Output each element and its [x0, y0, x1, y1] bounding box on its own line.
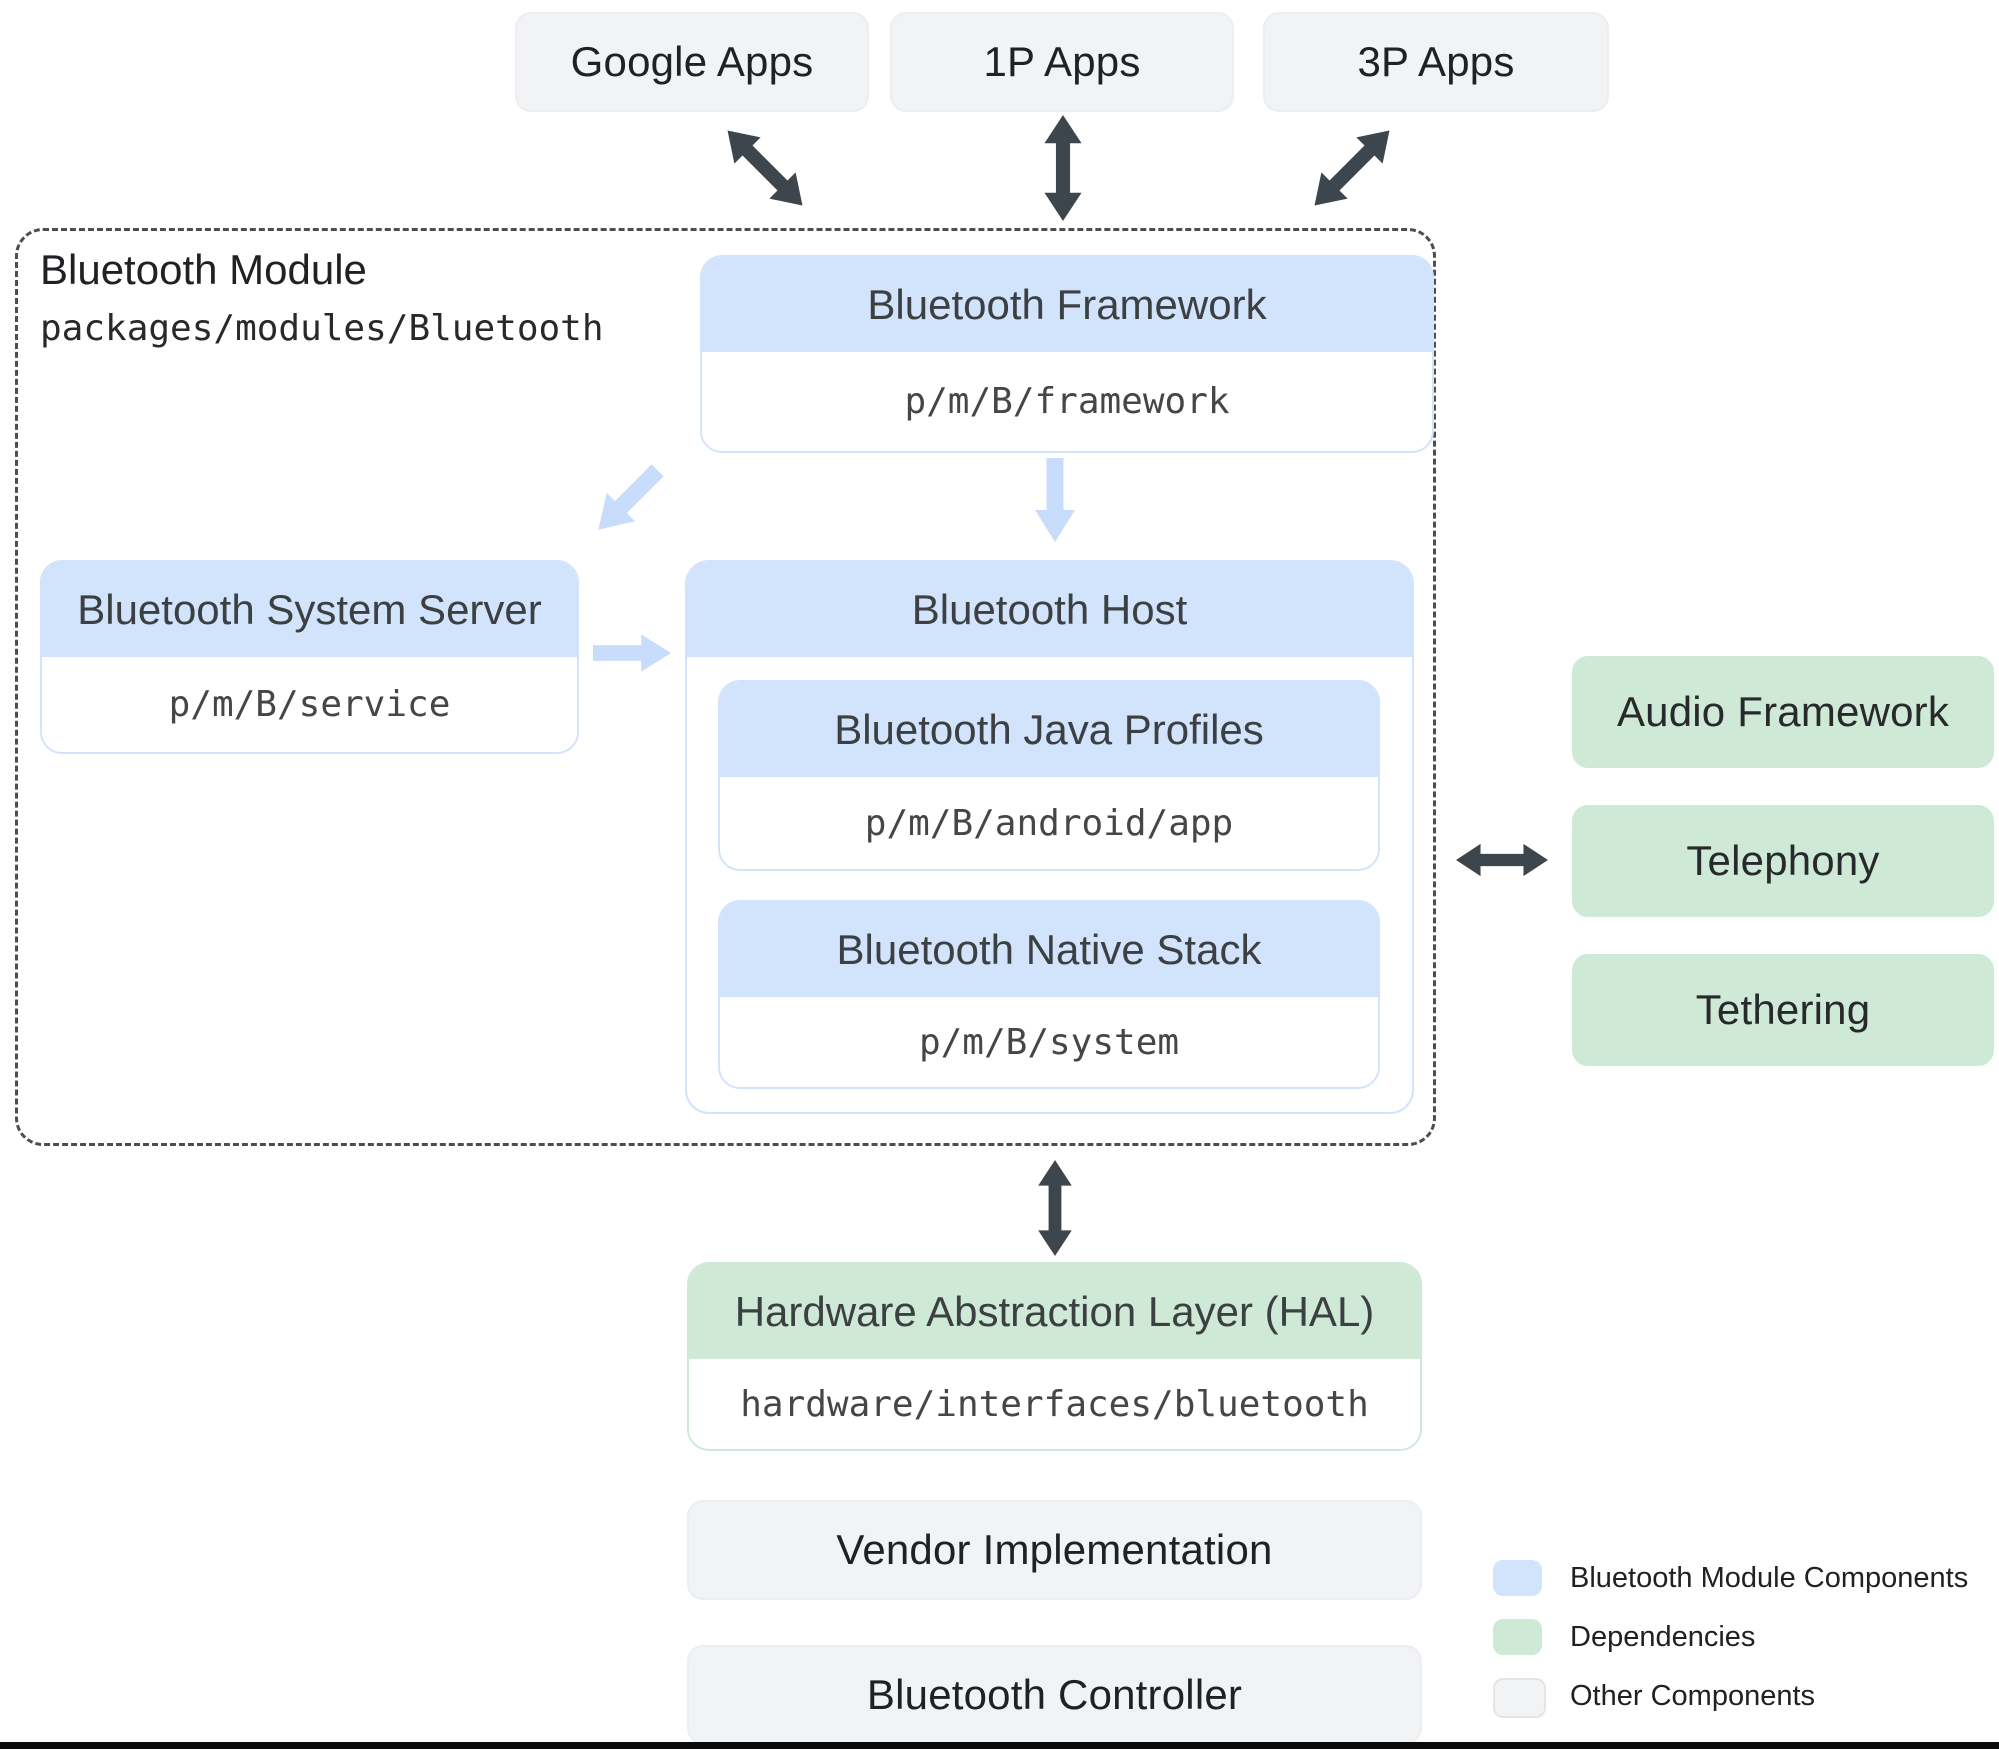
bluetooth-module-title: Bluetooth Module	[40, 246, 367, 293]
bluetooth-framework-title: Bluetooth Framework	[702, 257, 1432, 352]
app-box-3p-apps: 3P Apps	[1263, 12, 1609, 112]
app-box-1p-apps: 1P Apps	[890, 12, 1234, 112]
bluetooth-module-path: packages/modules/Bluetooth	[40, 308, 604, 349]
app-box-1p-apps-label: 1P Apps	[983, 38, 1141, 85]
arrow-down-icon	[1035, 458, 1075, 542]
bluetooth-module-container	[15, 228, 1436, 1146]
bluetooth-framework-box: Bluetooth Framework p/m/B/framework	[700, 255, 1434, 453]
bluetooth-system-server-box: Bluetooth System Server p/m/B/service	[40, 560, 579, 754]
arrow-3p-apps-module	[1274, 90, 1430, 246]
legend-swatch-other-components	[1493, 1678, 1546, 1718]
bluetooth-host-box: Bluetooth Host Bluetooth Java Profiles p…	[685, 560, 1414, 1114]
bluetooth-native-stack-title: Bluetooth Native Stack	[720, 902, 1378, 997]
bluetooth-framework-path: p/m/B/framework	[904, 381, 1230, 422]
double-arrow-vertical-icon	[1314, 130, 1390, 206]
hal-path: hardware/interfaces/bluetooth	[740, 1383, 1369, 1425]
bluetooth-native-stack-path: p/m/B/system	[918, 1021, 1180, 1063]
app-box-google-apps: Google Apps	[515, 12, 869, 112]
arrow-framework-system-server	[560, 432, 696, 568]
double-arrow-vertical-icon	[1038, 1160, 1072, 1256]
legend-swatch-dependencies	[1493, 1619, 1542, 1655]
dependency-tethering-label: Tethering	[1695, 986, 1871, 1033]
legend-label-other-components: Other Components	[1570, 1680, 1816, 1712]
bluetooth-java-profiles-box: Bluetooth Java Profiles p/m/B/android/ap…	[718, 680, 1380, 871]
bluetooth-controller-box: Bluetooth Controller	[687, 1645, 1422, 1744]
dependency-box-audio-framework: Audio Framework	[1572, 656, 1994, 768]
legend-swatch-bluetooth-module-components	[1493, 1560, 1542, 1596]
bluetooth-controller-label: Bluetooth Controller	[866, 1670, 1243, 1718]
dependency-telephony-label: Telephony	[1686, 837, 1880, 884]
arrow-google-apps-module	[687, 90, 843, 246]
bluetooth-system-server-path: p/m/B/service	[168, 684, 451, 725]
double-arrow-vertical-icon	[727, 130, 803, 206]
bottom-edge-bar	[0, 1742, 1999, 1749]
arrow-down-icon	[598, 464, 664, 530]
app-box-google-apps-label: Google Apps	[570, 38, 814, 85]
double-arrow-horizontal-icon	[1456, 843, 1548, 877]
arrow-framework-host	[1007, 456, 1103, 544]
hal-box: Hardware Abstraction Layer (HAL) hardwar…	[687, 1262, 1422, 1451]
app-box-3p-apps-label: 3P Apps	[1357, 38, 1515, 85]
bluetooth-host-title: Bluetooth Host	[687, 562, 1412, 657]
arrow-module-hal	[1005, 1158, 1105, 1258]
bluetooth-system-server-title: Bluetooth System Server	[42, 562, 577, 657]
arrow-system-server-host	[592, 631, 672, 675]
dependency-box-tethering: Tethering	[1572, 954, 1994, 1066]
vendor-implementation-box: Vendor Implementation	[687, 1500, 1422, 1600]
arrow-1p-apps-module	[1008, 113, 1118, 223]
hal-title: Hardware Abstraction Layer (HAL)	[689, 1264, 1420, 1359]
legend-label-dependencies: Dependencies	[1570, 1621, 1756, 1653]
arrow-right-icon	[593, 634, 671, 672]
bluetooth-java-profiles-title: Bluetooth Java Profiles	[720, 682, 1378, 777]
bluetooth-java-profiles-path: p/m/B/android/app	[864, 802, 1234, 844]
arrow-module-dependencies	[1452, 835, 1552, 885]
double-arrow-vertical-icon	[1044, 115, 1082, 221]
legend-label-bluetooth-module-components: Bluetooth Module Components	[1570, 1562, 1969, 1594]
dependency-box-telephony: Telephony	[1572, 805, 1994, 917]
dependency-audio-framework-label: Audio Framework	[1616, 688, 1950, 735]
bluetooth-native-stack-box: Bluetooth Native Stack p/m/B/system	[718, 900, 1380, 1089]
vendor-implementation-label: Vendor Implementation	[836, 1526, 1273, 1573]
